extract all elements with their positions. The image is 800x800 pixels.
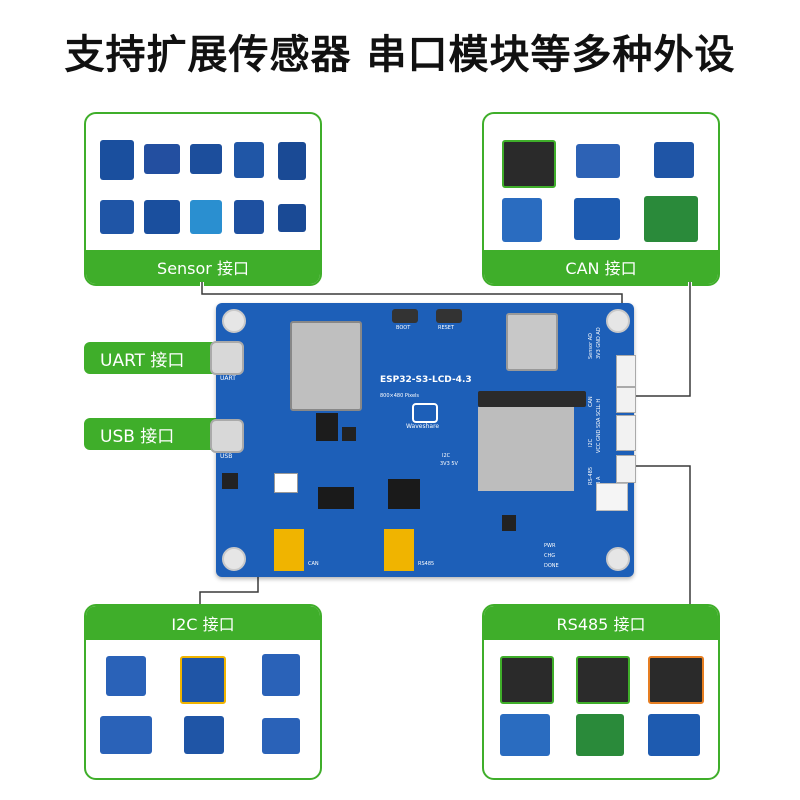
sensor-module bbox=[234, 142, 264, 178]
ic-chip bbox=[342, 427, 356, 441]
ic-chip bbox=[222, 473, 238, 489]
can-module bbox=[654, 142, 694, 178]
ic-chip bbox=[502, 515, 516, 531]
i2c-panel: I2C 接口 bbox=[84, 604, 322, 780]
mount-hole bbox=[222, 309, 246, 333]
can-jst-connector[interactable] bbox=[616, 387, 636, 413]
can-terminal-block[interactable] bbox=[274, 529, 304, 571]
mount-hole bbox=[606, 547, 630, 571]
rs485-module bbox=[576, 656, 630, 704]
sd-card-slot[interactable] bbox=[506, 313, 558, 371]
i2c-module bbox=[262, 654, 300, 696]
sensor-interface-label: Sensor 接口 bbox=[86, 250, 320, 284]
uart-type-c-port[interactable] bbox=[210, 341, 244, 375]
can-module bbox=[502, 140, 556, 188]
i2c-module bbox=[184, 716, 224, 754]
i2c-pins-label: VCC GND SDA SCL bbox=[596, 406, 602, 453]
rs485-cable-plug bbox=[596, 483, 628, 511]
ic-chip bbox=[388, 479, 420, 509]
i2c-module bbox=[180, 656, 226, 704]
can-module bbox=[644, 196, 698, 242]
boot-button[interactable] bbox=[392, 309, 418, 323]
rs485-module bbox=[648, 714, 700, 756]
i2c-module bbox=[100, 716, 152, 754]
sensor-module bbox=[278, 142, 306, 180]
page-headline: 支持扩展传感器 串口模块等多种外设 bbox=[64, 32, 736, 78]
usb-type-c-port[interactable] bbox=[210, 419, 244, 453]
chg-led-label: CHG bbox=[544, 553, 556, 559]
sensor-module bbox=[100, 140, 134, 180]
brand-label: Waveshare bbox=[406, 423, 440, 430]
sensor-module bbox=[100, 200, 134, 234]
sensor-pins-label: 3V3 GND AD bbox=[596, 327, 602, 359]
rs485-module bbox=[648, 656, 704, 704]
rs485-silk-label: RS485 bbox=[418, 561, 435, 567]
sensor-panel: Sensor 接口 bbox=[84, 112, 322, 286]
rs485-panel: RS485 接口 bbox=[482, 604, 720, 780]
rs485-module bbox=[500, 714, 550, 756]
can-module bbox=[574, 198, 620, 240]
can-panel: CAN 接口 bbox=[482, 112, 720, 286]
usb-silk-label: USB bbox=[220, 453, 233, 460]
pwr-led-label: PWR bbox=[544, 543, 556, 549]
esp32-module bbox=[290, 321, 362, 411]
rs485-module bbox=[500, 656, 554, 704]
sensor-module bbox=[144, 144, 180, 174]
fpc-connector bbox=[478, 391, 586, 407]
uart-silk-label: UART bbox=[220, 375, 236, 382]
fpc-ribbon-cable bbox=[478, 407, 574, 491]
can-interface-label: CAN 接口 bbox=[484, 250, 718, 284]
battery-connector bbox=[274, 473, 298, 493]
i2c-silk-label: I2C bbox=[442, 453, 451, 459]
i2c-voltage-label: 3V3 5V bbox=[440, 461, 458, 467]
rs485-interface-label: RS485 接口 bbox=[484, 606, 718, 640]
rs485-module bbox=[576, 714, 624, 756]
sensor-module bbox=[144, 200, 180, 234]
can-header-label: CAN bbox=[588, 396, 594, 407]
i2c-module bbox=[106, 656, 146, 696]
sensor-module bbox=[234, 200, 264, 234]
i2c-jst-connector[interactable] bbox=[616, 415, 636, 451]
sensor-header-label: Sensor AD bbox=[588, 333, 594, 359]
esp32-s3-board: UART USB BOOT RESET ESP32-S3-LCD-4.3 800… bbox=[210, 303, 636, 577]
reset-button[interactable] bbox=[436, 309, 462, 323]
ic-chip bbox=[318, 487, 354, 509]
rs485-jst-connector[interactable] bbox=[616, 455, 636, 483]
sensor-module bbox=[190, 144, 222, 174]
board-model-label: ESP32-S3-LCD-4.3 bbox=[380, 375, 472, 385]
can-silk-label: CAN bbox=[308, 561, 319, 567]
mount-hole bbox=[222, 547, 246, 571]
sensor-jst-connector[interactable] bbox=[616, 355, 636, 387]
uart-interface-label: UART 接口 bbox=[84, 342, 216, 374]
rs485-terminal-block[interactable] bbox=[384, 529, 414, 571]
can-module bbox=[502, 198, 542, 242]
waveshare-logo-icon bbox=[412, 403, 438, 423]
usb-interface-label: USB 接口 bbox=[84, 418, 216, 450]
reset-label: RESET bbox=[438, 325, 455, 331]
i2c-module bbox=[262, 718, 300, 754]
can-module bbox=[576, 144, 620, 178]
mount-hole bbox=[606, 309, 630, 333]
i2c-interface-label: I2C 接口 bbox=[86, 606, 320, 640]
ic-chip bbox=[316, 413, 338, 441]
done-led-label: DONE bbox=[544, 563, 559, 569]
sensor-module bbox=[190, 200, 222, 234]
i2c-header-label: I2C bbox=[588, 438, 594, 447]
boot-label: BOOT bbox=[396, 325, 411, 331]
board-resolution-label: 800×480 Pixels bbox=[380, 393, 420, 399]
rs485-header-label: RS-485 bbox=[588, 467, 594, 485]
sensor-module bbox=[278, 204, 306, 232]
